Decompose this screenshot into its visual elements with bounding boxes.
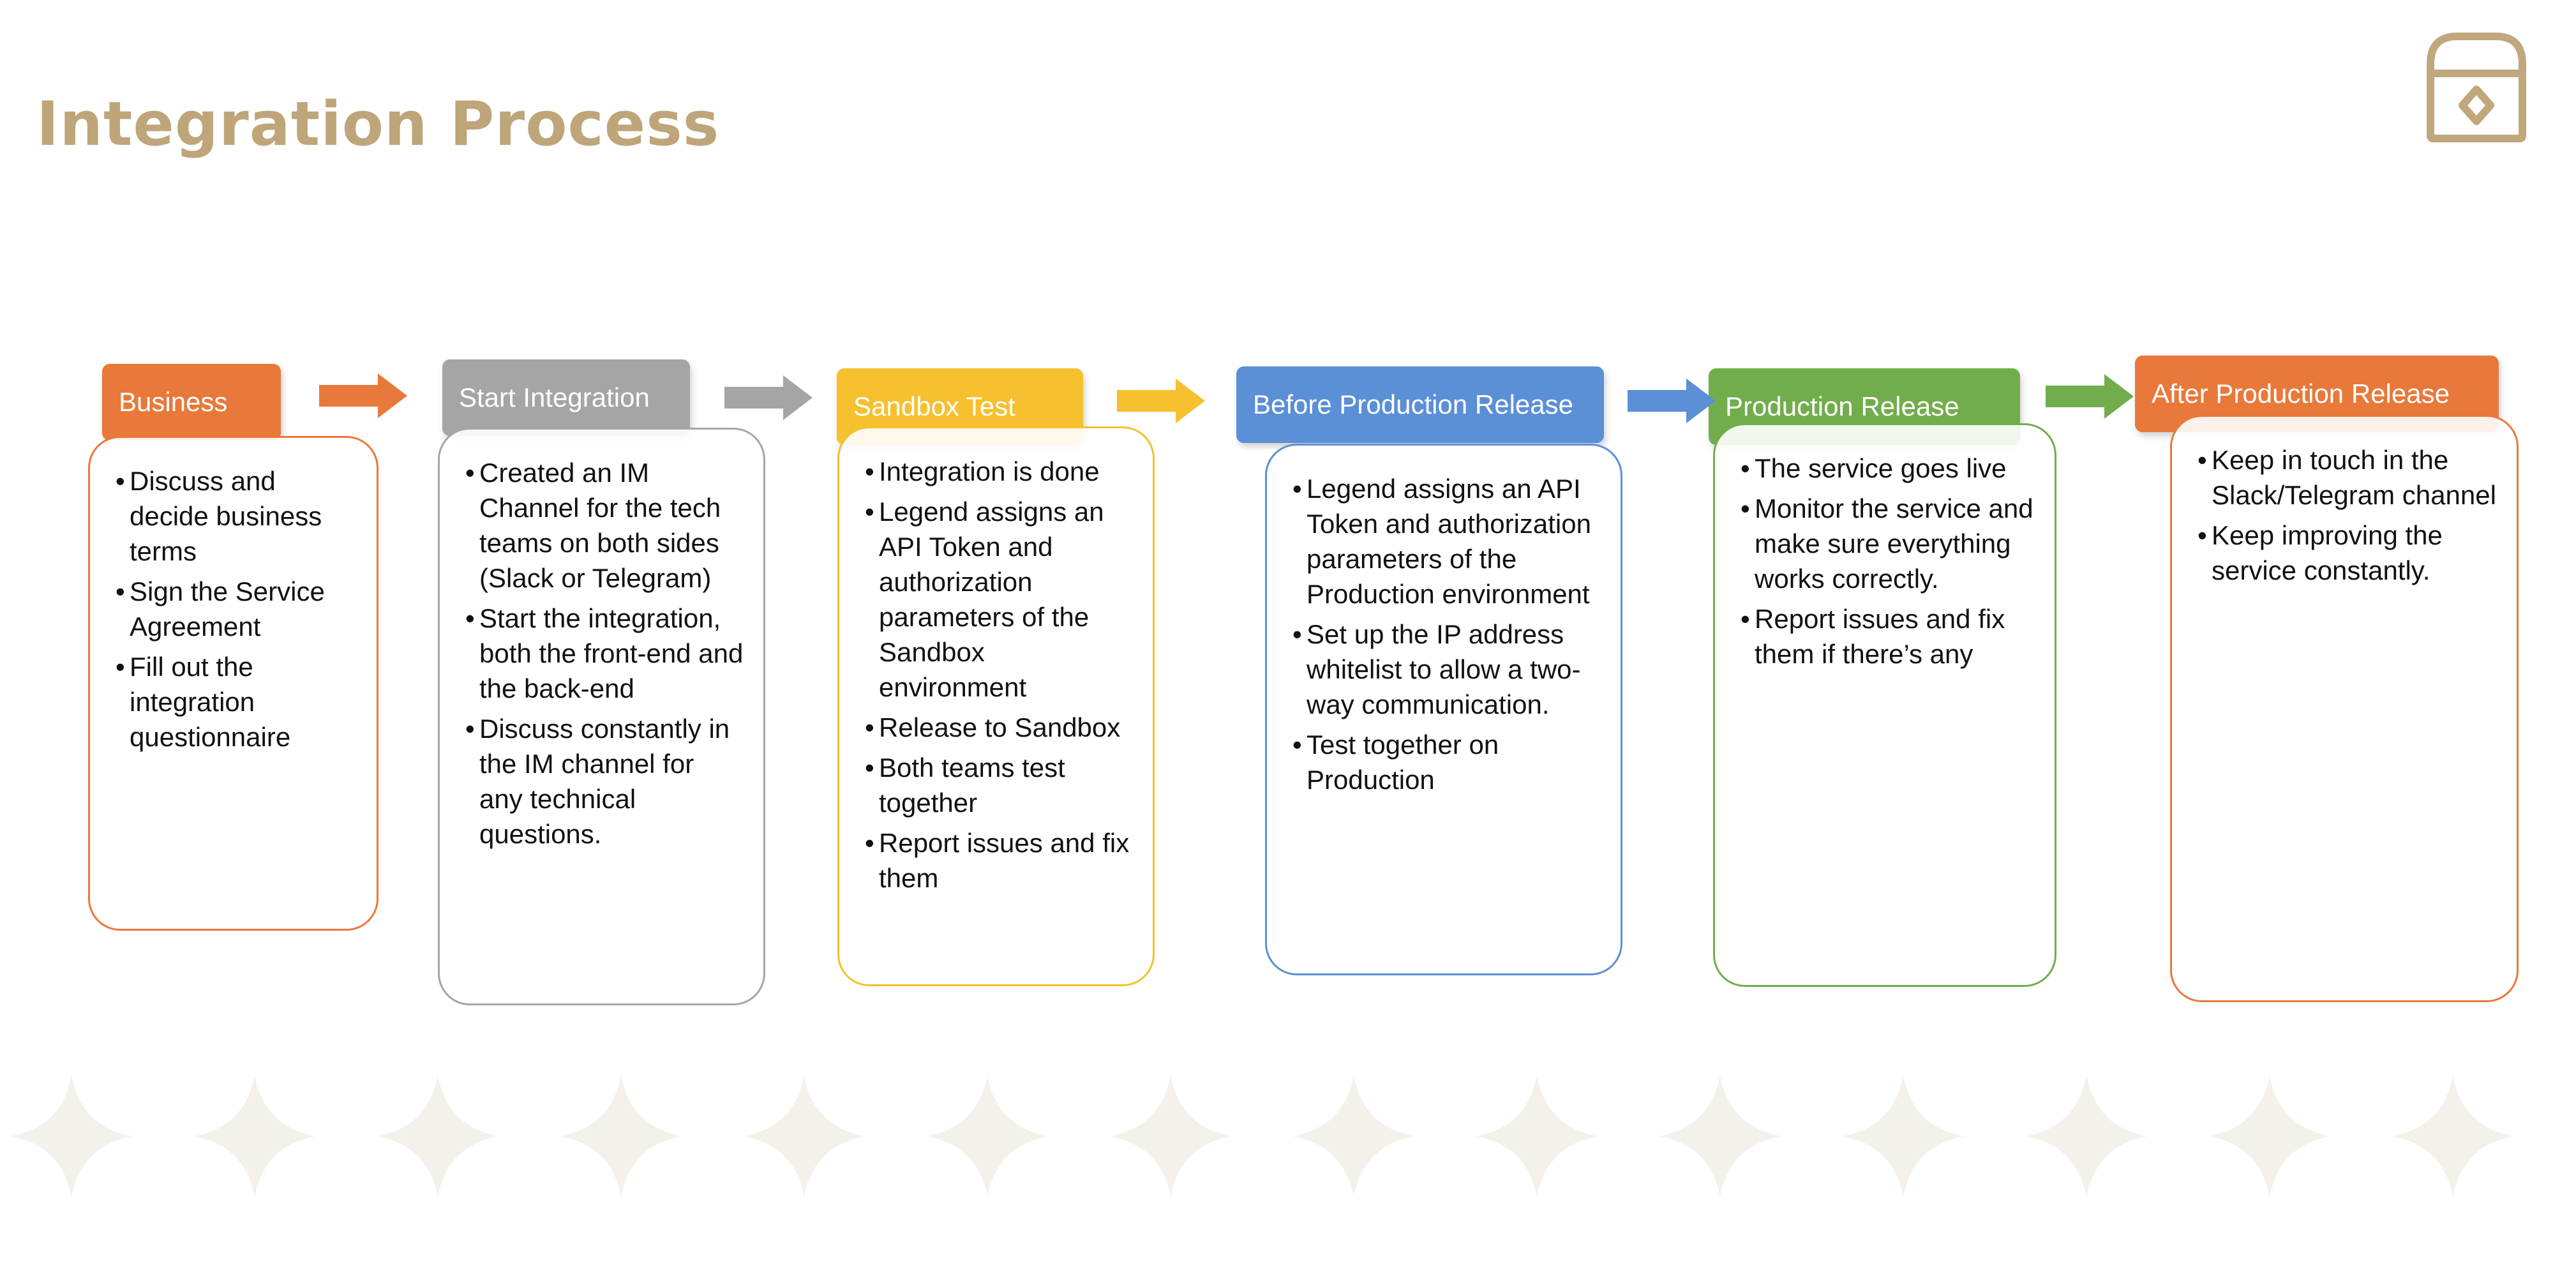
stage-bullet: Sign the Service Agreement <box>116 574 357 644</box>
stage-body: The service goes liveMonitor the service… <box>1713 423 2056 987</box>
pattern-diamond <box>194 1076 315 1197</box>
right-arrow-icon <box>2046 374 2134 419</box>
stage-bullet: Report issues and fix them <box>865 825 1134 896</box>
stage-bullet: Discuss and decide business terms <box>116 463 357 569</box>
stage-body: Keep in touch in the Slack/Telegram chan… <box>2170 415 2519 1002</box>
pattern-diamond <box>744 1076 865 1197</box>
pattern-diamond <box>2392 1076 2513 1197</box>
stage-bullet-list: Keep in touch in the Slack/Telegram chan… <box>2198 442 2497 588</box>
stage-title: Sandbox Test <box>853 391 1015 421</box>
stage-bullet-list: Discuss and decide business termsSign th… <box>116 463 357 755</box>
stage-title: Before Production Release <box>1253 389 1573 419</box>
stage-bullet: Start the integration, both the front-en… <box>465 601 744 706</box>
decorative-pattern <box>11 1076 2513 1197</box>
pattern-diamond <box>2026 1076 2147 1197</box>
stage-body: Legend assigns an API Token and authoriz… <box>1265 444 1622 975</box>
stage-bullet: Keep improving the service constantly. <box>2198 518 2497 588</box>
stage-bullet: Keep in touch in the Slack/Telegram chan… <box>2198 442 2497 513</box>
stage-bullet: Test together on Production <box>1292 727 1601 797</box>
stage-bullet: Set up the IP address whitelist to allow… <box>1292 617 1601 722</box>
pattern-diamond <box>560 1076 682 1197</box>
stage-bullet: Fill out the integration questionnaire <box>116 649 357 755</box>
stage-bullet-list: Created an IM Channel for the tech teams… <box>465 455 744 852</box>
right-arrow-icon <box>1628 379 1716 423</box>
treasure-chest-icon <box>2427 33 2526 142</box>
right-arrow-icon <box>319 373 407 418</box>
stage-bullet-list: The service goes liveMonitor the service… <box>1741 451 2035 672</box>
stage-body: Created an IM Channel for the tech teams… <box>438 428 765 1005</box>
stage-title: Business <box>119 387 228 417</box>
stage-bullet: Legend assigns an API Token and authoriz… <box>1292 471 1601 612</box>
stage-title: After Production Release <box>2152 379 2450 409</box>
pattern-diamond <box>927 1076 1048 1197</box>
stage-body: Discuss and decide business termsSign th… <box>88 436 378 931</box>
stage-body: Integration is doneLegend assigns an API… <box>837 426 1155 986</box>
stage-bullet: Integration is done <box>865 454 1134 489</box>
stage-bullet: Monitor the service and make sure everyt… <box>1741 491 2035 596</box>
stage-bullet-list: Integration is doneLegend assigns an API… <box>865 454 1134 896</box>
right-arrow-icon <box>724 375 812 420</box>
pattern-diamond <box>11 1076 132 1197</box>
stage-bullet: The service goes live <box>1741 451 2035 486</box>
stage-bullet: Report issues and fix them if there’s an… <box>1741 601 2035 672</box>
pattern-diamond <box>1843 1076 1964 1197</box>
stage-bullet: Legend assigns an API Token and authoriz… <box>865 494 1134 705</box>
stage-bullet: Discuss constantly in the IM channel for… <box>465 711 744 852</box>
stage-header: Business <box>102 364 281 440</box>
pattern-diamond <box>1476 1076 1598 1197</box>
stage-bullet: Created an IM Channel for the tech teams… <box>465 455 744 596</box>
page-title: Integration Process <box>36 89 720 160</box>
stage-header: Before Production Release <box>1236 366 1604 443</box>
pattern-diamond <box>2209 1076 2330 1197</box>
right-arrow-icon <box>1117 379 1205 423</box>
stage-bullet-list: Legend assigns an API Token and authoriz… <box>1292 471 1601 797</box>
stage-title: Start Integration <box>459 382 650 412</box>
stage-header: Start Integration <box>442 359 690 436</box>
pattern-diamond <box>1110 1076 1231 1197</box>
stage-title: Production Release <box>1725 391 1959 421</box>
stage-bullet: Both teams test together <box>865 750 1134 820</box>
pattern-diamond <box>1659 1076 1781 1197</box>
stage-bullet: Release to Sandbox <box>865 710 1134 745</box>
pattern-diamond <box>1293 1076 1414 1197</box>
pattern-diamond <box>377 1076 498 1197</box>
